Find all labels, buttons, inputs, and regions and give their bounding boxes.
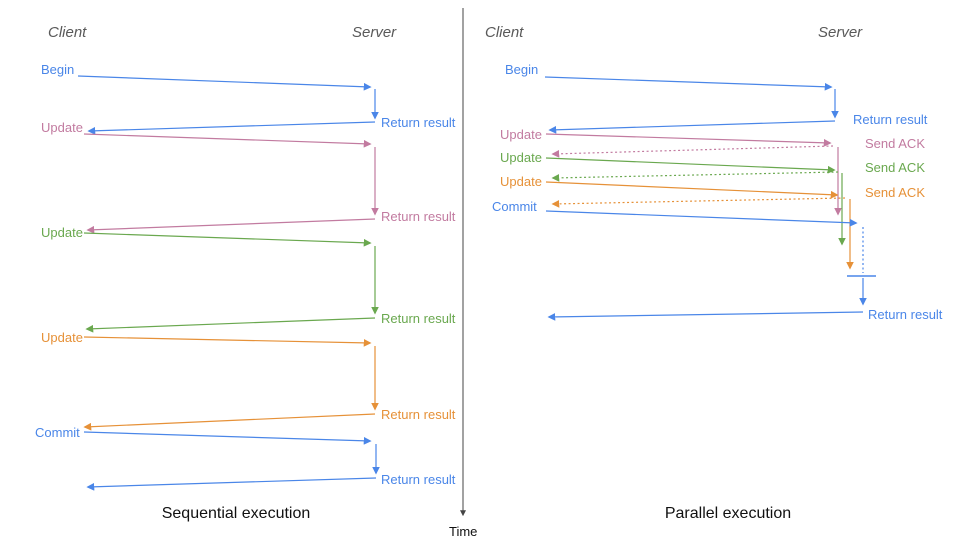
- right-begin-return-label: Return result: [853, 112, 928, 127]
- right-update1-ack-arrow: [551, 145, 834, 158]
- right-update3-exchange: [545, 181, 854, 270]
- left-update2-return-label: Return result: [381, 311, 456, 326]
- right-update1-ack-label: Send ACK: [865, 136, 925, 151]
- left-update1-send-arrow: [83, 133, 372, 148]
- left-begin-exchange: [77, 75, 379, 135]
- right-update2-send-arrow: [545, 157, 836, 174]
- left-begin-label: Begin: [41, 62, 75, 77]
- right-commit-send-arrow: [545, 210, 858, 227]
- right-begin-label: Begin: [505, 62, 539, 77]
- right-begin-exchange: [544, 76, 839, 134]
- left-commit-return-label: Return result: [381, 472, 456, 487]
- left-update1-exchange: [83, 133, 379, 234]
- left-update3-return-arrow: [83, 413, 376, 431]
- left-update2-send-arrow: [83, 232, 372, 247]
- left-begin-return-label: Return result: [381, 115, 456, 130]
- right-client-header: Client: [485, 24, 524, 41]
- right-panel-title: Parallel execution: [664, 505, 792, 522]
- right-update2-ack-arrow: [551, 171, 839, 182]
- left-commit-send-arrow: [83, 431, 372, 445]
- right-server-header: Server: [818, 24, 863, 41]
- left-update3-return-label: Return result: [381, 407, 456, 422]
- right-update3-ack-label: Send ACK: [865, 185, 925, 200]
- left-begin-return-arrow: [87, 121, 376, 135]
- left-update1-return-arrow: [86, 218, 376, 234]
- left-update2-exchange: [83, 232, 379, 333]
- right-update3-label: Update: [500, 174, 542, 189]
- right-update1-label: Update: [500, 127, 542, 142]
- left-panel-title: Sequential execution: [161, 505, 311, 522]
- left-commit-exchange: [83, 431, 380, 491]
- left-update2-return-arrow: [85, 317, 376, 333]
- right-commit-label: Commit: [492, 199, 537, 214]
- right-update2-ack-label: Send ACK: [865, 160, 925, 175]
- right-update3-ack-arrow: [551, 197, 846, 208]
- left-update3-send-arrow: [83, 336, 372, 347]
- left-update1-return-label: Return result: [381, 209, 456, 224]
- time-axis-label: Time: [449, 524, 478, 539]
- right-update1-send-arrow: [545, 133, 832, 147]
- right-commit-return-arrow: [547, 311, 864, 321]
- right-begin-return-arrow: [548, 120, 836, 134]
- right-commit-exchange: [545, 210, 876, 321]
- right-begin-send-arrow: [544, 76, 833, 91]
- left-update3-exchange: [83, 336, 379, 431]
- left-server-header: Server: [352, 24, 397, 41]
- right-update1-exchange: [545, 133, 842, 216]
- right-update2-label: Update: [500, 150, 542, 165]
- left-commit-label: Commit: [35, 425, 80, 440]
- right-update3-send-arrow: [545, 181, 839, 199]
- left-update1-label: Update: [41, 120, 83, 135]
- left-update2-label: Update: [41, 225, 83, 240]
- left-update3-label: Update: [41, 330, 83, 345]
- right-update2-exchange: [545, 157, 846, 246]
- left-begin-send-arrow: [77, 75, 372, 91]
- left-client-header: Client: [48, 24, 87, 41]
- right-commit-return-label: Return result: [868, 307, 943, 322]
- left-commit-return-arrow: [86, 477, 377, 491]
